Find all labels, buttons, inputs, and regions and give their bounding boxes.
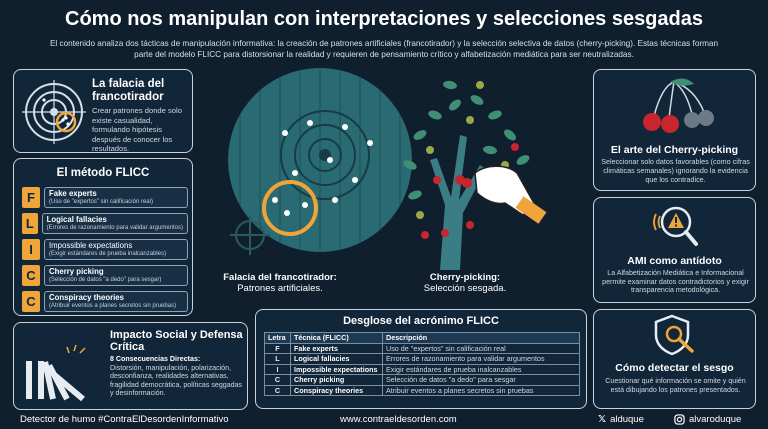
detectar-panel: Cómo detectar el sesgo Cuestionar qué in…: [593, 309, 756, 409]
table-row: F Fake experts Uso de "expertos" sin cal…: [264, 342, 580, 354]
ami-text: La Alfabetización Mediática e Informacio…: [602, 269, 749, 295]
page-subtitle: El contenido analiza dos tácticas de man…: [49, 39, 719, 59]
flicc-letter: C: [22, 291, 40, 312]
cherry-title: El arte del Cherry-picking: [610, 144, 739, 156]
flicc-name: Logical fallacies: [46, 215, 107, 224]
falacia-text: Crear patrones donde solo existe casuali…: [92, 106, 182, 153]
bullet-holes: [272, 120, 373, 216]
footer-website-link[interactable]: www.contraeldesorden.com: [340, 414, 457, 425]
flicc-name: Cherry picking: [49, 267, 104, 276]
drawn-target-circle: [262, 180, 318, 236]
flicc-desc: (Exigir estándares de prueba inalcanzabl…: [49, 251, 167, 257]
table-row: C Conspiracy theories Atribuir eventos a…: [264, 384, 580, 396]
flicc-letter: C: [22, 265, 40, 286]
cherry-panel: El arte del Cherry-picking Seleccionar s…: [593, 69, 756, 191]
falacia-title: La falacia del francotirador: [92, 78, 165, 103]
impacto-consequences: Distorsión, manipulación, polarización, …: [110, 363, 243, 398]
flicc-name: Conspiracy theories: [49, 293, 124, 302]
metodo-title: El método FLICC: [56, 167, 150, 179]
falling-dominoes-icon: [26, 344, 86, 402]
target-icon: [22, 80, 86, 144]
falacia-panel: La falacia del francotirador Crear patro…: [13, 69, 193, 153]
flicc-letter: L: [22, 213, 38, 234]
flicc-letter: I: [22, 239, 40, 260]
table-row: C Cherry picking Selección de datos "a d…: [264, 374, 580, 386]
central-illustration: [228, 68, 547, 270]
flicc-desc: (Uso de "expertos" sin calificación real…: [49, 199, 153, 205]
x-logo-icon: 𝕏: [598, 414, 607, 425]
footer-instagram-link[interactable]: alvaroduque: [674, 414, 741, 425]
table-row: I Impossible expectations Exigir estánda…: [264, 363, 580, 375]
detectar-text: Cuestionar qué información se omite y qu…: [605, 377, 746, 394]
impacto-text: 8 Consecuencias Directas: Distorsión, ma…: [110, 355, 246, 398]
hand-picking-icon: [474, 165, 547, 224]
metodo-panel: El método FLICC F Fake experts (Uso de "…: [13, 158, 193, 316]
flicc-desc: (Atribuir eventos a planes secretos sin …: [49, 303, 177, 309]
magnifier-warning-icon: [653, 206, 698, 246]
x-handle: alduque: [610, 414, 644, 425]
flicc-table-title: Desglose del acrónimo FLICC: [343, 315, 499, 327]
table-header-row: Letra Técnica (FLICC) Descripción: [264, 332, 580, 344]
detectar-title: Cómo detectar el sesgo: [615, 362, 734, 374]
impacto-panel: Impacto Social y Defensa Crítica 8 Conse…: [13, 322, 248, 410]
bullseye: [280, 110, 370, 200]
flicc-item: L Logical fallacies (Errores de razonami…: [22, 212, 188, 235]
flicc-desc: (Errores de razonamiento para validar ar…: [46, 225, 183, 231]
flicc-name: Fake experts: [49, 189, 97, 198]
caption-francotirador: Falacia del francotirador: Patrones arti…: [223, 272, 337, 294]
cherries-icon: [643, 78, 714, 133]
impacto-title: Impacto Social y Defensa Crítica: [110, 329, 243, 353]
flicc-item: F Fake experts (Uso de "expertos" sin ca…: [22, 186, 188, 209]
flicc-desc: (Selección de datos "a dedo" para sesgar…: [49, 277, 162, 283]
page-title: Cómo nos manipulan con interpretaciones …: [65, 8, 703, 30]
flicc-letter: F: [22, 187, 40, 208]
footer-x-link[interactable]: 𝕏 alduque: [598, 414, 644, 425]
flicc-item: I Impossible expectations (Exigir estánd…: [22, 238, 188, 261]
instagram-icon: [674, 414, 685, 425]
footer-hashtag: Detector de humo #ContraElDesordenInform…: [20, 414, 229, 425]
table-row: L Logical fallacies Errores de razonamie…: [264, 353, 580, 365]
shield-search-icon: [654, 314, 694, 356]
ig-handle: alvaroduque: [689, 414, 742, 425]
cherry-text: Seleccionar solo datos favorables (como …: [601, 157, 750, 184]
flicc-list: F Fake experts (Uso de "expertos" sin ca…: [22, 186, 188, 316]
flicc-item: C Cherry picking (Selección de datos "a …: [22, 264, 188, 287]
caption-cherry-picking: Cherry-picking: Selección sesgada.: [423, 272, 507, 294]
flicc-item: C Conspiracy theories (Atribuir eventos …: [22, 290, 188, 313]
impacto-subtitle: 8 Consecuencias Directas:: [110, 355, 201, 363]
ami-panel: AMI como antídoto La Alfabetización Medi…: [593, 197, 756, 303]
flicc-table-panel: Desglose del acrónimo FLICC Letra Técnic…: [255, 309, 587, 409]
flicc-table: Letra Técnica (FLICC) Descripción F Fake…: [264, 332, 580, 396]
ami-title: AMI como antídoto: [627, 255, 722, 267]
flicc-name: Impossible expectations: [49, 241, 133, 250]
crosshair-icon: [230, 215, 270, 255]
